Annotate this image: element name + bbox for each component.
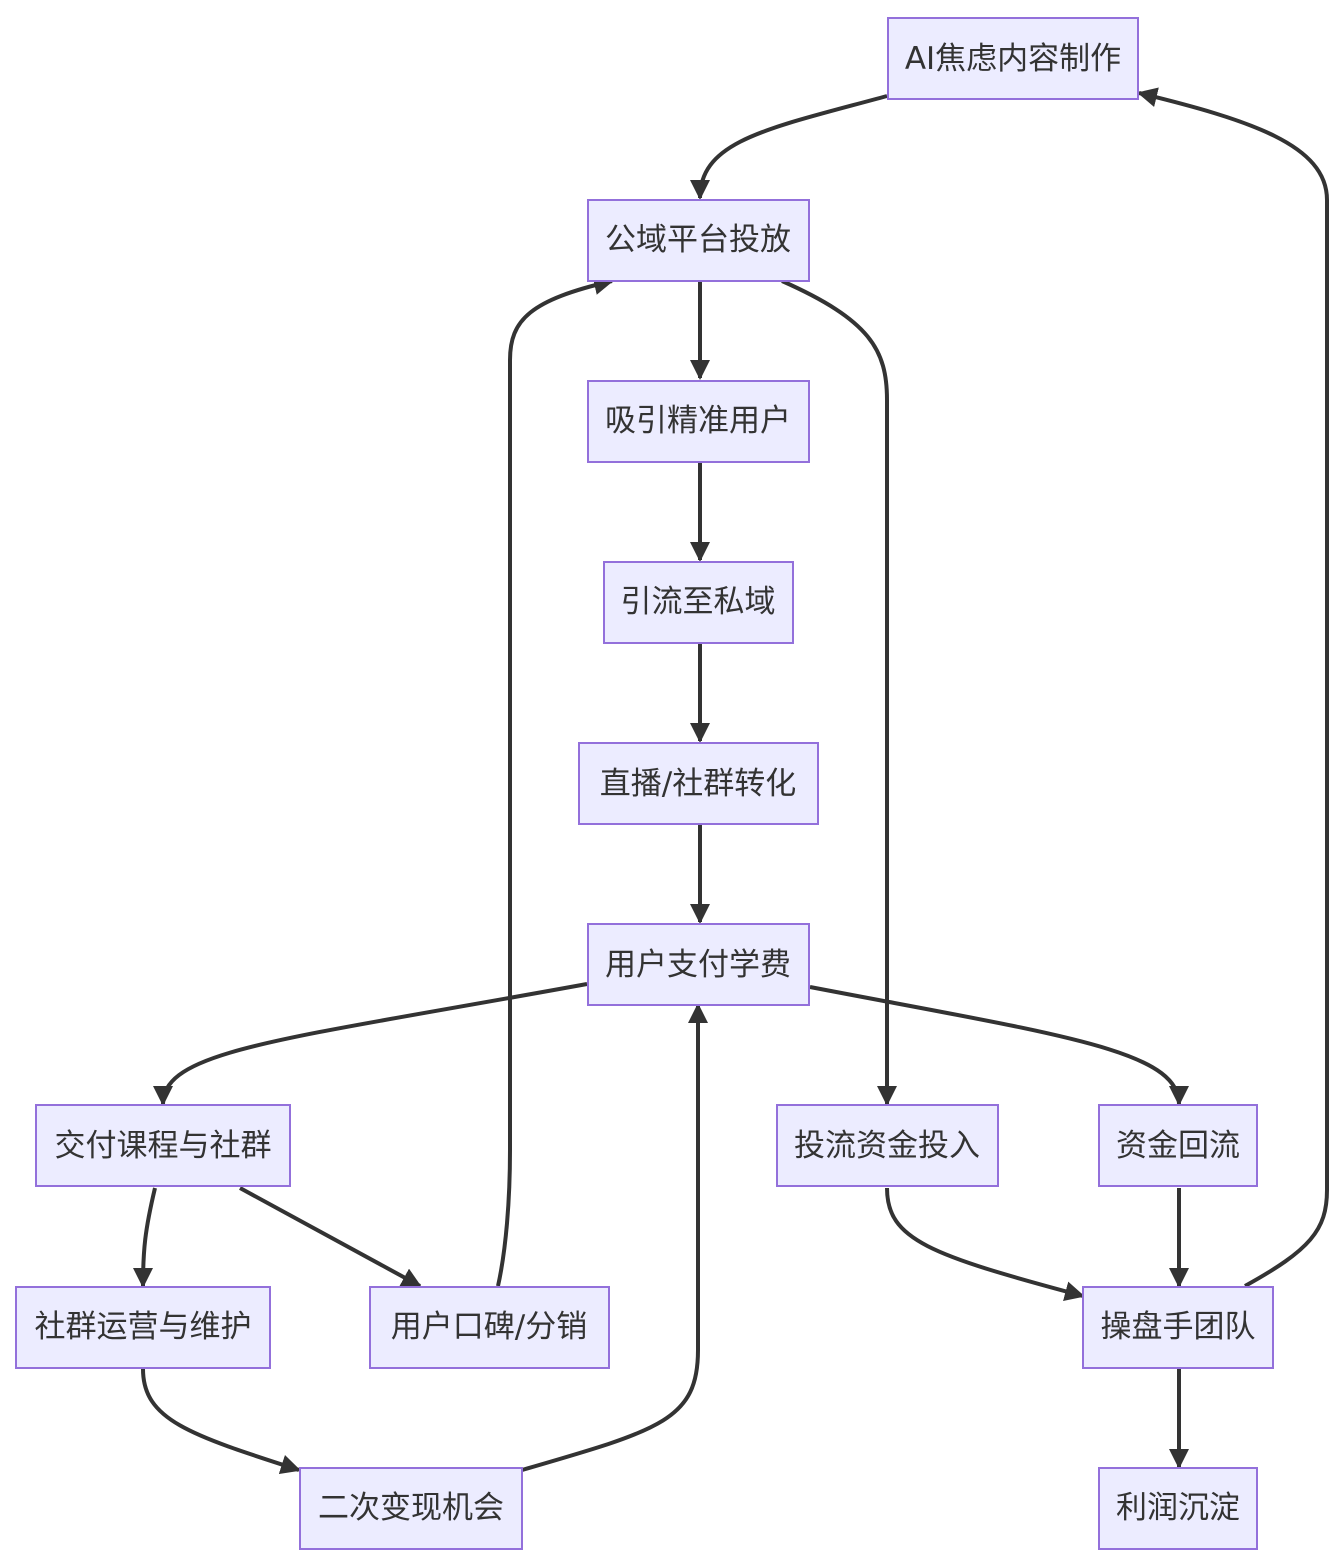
edge-deliver-course-to-community-ops xyxy=(133,1187,157,1288)
node-second-monetize[interactable]: 二次变现机会 xyxy=(299,1467,523,1550)
node-live-convert[interactable]: 直播/社群转化 xyxy=(578,742,819,825)
node-community-ops[interactable]: 社群运营与维护 xyxy=(15,1286,271,1369)
node-deliver-course[interactable]: 交付课程与社群 xyxy=(35,1104,291,1187)
edges xyxy=(133,87,1329,1475)
edge-community-ops-to-second-monetize xyxy=(141,1368,301,1475)
node-label: 吸引精准用户 xyxy=(605,403,791,439)
nodes: AI焦虑内容制作 公域平台投放 吸引精准用户 引流至私域 直播/社群转化 用户支… xyxy=(15,17,1274,1550)
node-profit[interactable]: 利润沉淀 xyxy=(1098,1467,1258,1550)
node-label: 操盘手团队 xyxy=(1101,1309,1256,1345)
node-label: 二次变现机会 xyxy=(318,1490,504,1526)
node-operator-team[interactable]: 操盘手团队 xyxy=(1082,1286,1274,1369)
node-label: AI焦虑内容制作 xyxy=(905,41,1121,77)
node-label: 资金回流 xyxy=(1116,1128,1240,1164)
node-attract-users[interactable]: 吸引精准用户 xyxy=(587,380,810,463)
node-ad-investment[interactable]: 投流资金投入 xyxy=(776,1104,999,1187)
node-private-traffic[interactable]: 引流至私域 xyxy=(603,561,794,644)
edge-word-of-mouth-to-public-ads xyxy=(496,275,614,1287)
node-label: 社群运营与维护 xyxy=(35,1309,252,1345)
edge-operator-team-to-ai-content xyxy=(1137,87,1329,1288)
node-public-ads[interactable]: 公域平台投放 xyxy=(587,199,810,282)
edge-ai-content-to-public-ads xyxy=(690,94,888,200)
edge-deliver-course-to-word-of-mouth xyxy=(239,1186,422,1288)
node-fund-return[interactable]: 资金回流 xyxy=(1098,1104,1258,1187)
node-ai-content[interactable]: AI焦虑内容制作 xyxy=(887,17,1139,100)
edge-user-pay-to-deliver-course xyxy=(153,982,588,1106)
node-label: 直播/社群转化 xyxy=(600,766,796,802)
node-label: 交付课程与社群 xyxy=(55,1128,272,1164)
node-label: 投流资金投入 xyxy=(794,1128,980,1164)
edge-ad-investment-to-operator-team xyxy=(885,1187,1085,1301)
node-label: 引流至私域 xyxy=(621,584,776,620)
node-user-pay[interactable]: 用户支付学费 xyxy=(587,923,810,1006)
node-label: 用户口碑/分销 xyxy=(391,1309,587,1345)
node-label: 公域平台投放 xyxy=(605,222,791,258)
edge-second-monetize-to-user-pay xyxy=(521,1003,708,1472)
edge-public-ads-to-ad-investment xyxy=(781,279,897,1106)
edge-user-pay-to-fund-return xyxy=(809,985,1189,1106)
node-label: 利润沉淀 xyxy=(1116,1490,1240,1526)
node-word-of-mouth[interactable]: 用户口碑/分销 xyxy=(369,1286,610,1369)
node-label: 用户支付学费 xyxy=(605,947,791,983)
